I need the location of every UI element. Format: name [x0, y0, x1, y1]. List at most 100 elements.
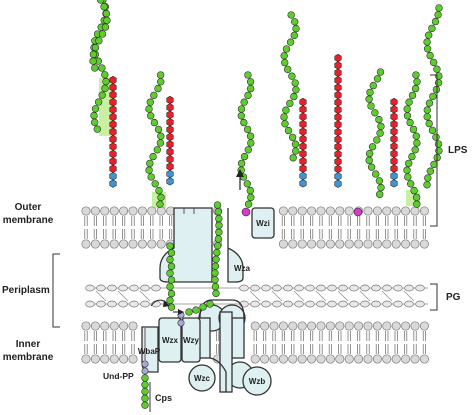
- und-pp-head: [141, 360, 149, 368]
- o-antigen-bead: [412, 132, 420, 140]
- core-oligosaccharide-hexagon: [334, 142, 342, 151]
- o-antigen-bead: [154, 125, 163, 134]
- pg-sugar: [305, 300, 315, 308]
- capsule-bead: [237, 105, 246, 113]
- pg-sugar: [85, 300, 95, 308]
- wza-detail: [183, 208, 195, 214]
- o-antigen-bead: [149, 152, 157, 161]
- core-oligosaccharide-hexagon: [334, 53, 342, 63]
- capsule-export-bead: [214, 208, 222, 216]
- lipid-head: [156, 239, 166, 249]
- core-oligosaccharide-hexagon: [299, 134, 307, 144]
- pg-sugar: [349, 300, 359, 308]
- lipid-head: [344, 354, 354, 364]
- pg-sugar: [349, 284, 359, 292]
- core-oligosaccharide-hexagon: [390, 157, 398, 166]
- lipid-head: [325, 239, 335, 249]
- o-antigen-bead: [408, 91, 417, 100]
- und-pp-label: Und-PP: [103, 371, 134, 381]
- capsule-bead: [167, 289, 176, 298]
- inner-membrane-label-line1: Inner: [16, 339, 41, 350]
- o-antigen-bead: [429, 92, 437, 101]
- o-antigen-bead: [156, 71, 165, 79]
- wzc-join: [209, 357, 227, 392]
- o-antigen-bead: [145, 166, 153, 174]
- lipid-head: [90, 206, 100, 216]
- o-antigen-bead: [93, 125, 101, 133]
- pg-sugar: [283, 284, 293, 292]
- core-oligosaccharide-hexagon: [109, 135, 117, 144]
- core-oligosaccharide-hexagon: [109, 112, 117, 122]
- core-oligosaccharide-hexagon: [334, 68, 342, 77]
- capsule-bead: [103, 16, 111, 25]
- pg-sugar: [415, 300, 425, 308]
- pg-sugar: [415, 284, 425, 292]
- core-oligosaccharide-hexagon: [166, 162, 174, 171]
- o-antigen-bead: [288, 72, 296, 80]
- lipid-head: [391, 354, 401, 364]
- lipid-head: [335, 321, 345, 331]
- lipid-a-hexagon: [299, 171, 307, 181]
- lipid-head: [288, 321, 298, 331]
- o-antigen-bead: [426, 167, 435, 175]
- core-oligosaccharide-hexagon: [334, 98, 342, 107]
- capsule-bead: [240, 152, 249, 161]
- pg-bracket: [430, 283, 438, 311]
- o-antigen-bead: [367, 163, 376, 171]
- core-oligosaccharide-hexagon: [109, 142, 117, 151]
- o-antigen-bead: [413, 139, 421, 147]
- o-antigen-bead: [153, 146, 161, 154]
- capsule-bead: [244, 91, 252, 100]
- o-antigen-bead: [290, 92, 298, 101]
- outer-membrane-label-line2: membrane: [3, 215, 54, 226]
- core-oligosaccharide-hexagon: [166, 95, 174, 105]
- capsule-bead: [244, 146, 252, 154]
- pg-sugar: [250, 284, 260, 292]
- pg-sugar: [96, 300, 106, 308]
- lipid-head: [307, 206, 317, 216]
- wbap-label: WbaP: [138, 347, 161, 356]
- core-oligosaccharide-hexagon: [109, 83, 117, 92]
- capsule-bead: [89, 57, 97, 65]
- pg-sugar: [360, 284, 370, 292]
- capsule-export-bead: [213, 248, 221, 257]
- o-antigen-bead: [432, 85, 441, 94]
- o-antigen-bead: [434, 140, 443, 148]
- o-antigen-bead: [411, 84, 420, 93]
- pg-sugar: [327, 300, 337, 308]
- core-oligosaccharide-hexagon: [166, 118, 174, 127]
- o-antigen-bead: [408, 152, 416, 161]
- core-oligosaccharide-hexagon: [299, 120, 307, 129]
- core-oligosaccharide-hexagon: [166, 147, 174, 156]
- lipid-head: [363, 239, 373, 249]
- o-antigen-bead: [154, 84, 162, 93]
- lipid-head: [90, 239, 100, 249]
- o-antigen-bead: [403, 105, 411, 113]
- core-oligosaccharide-hexagon: [109, 120, 117, 129]
- core-oligosaccharide-hexagon: [390, 127, 398, 136]
- peptidoglycan-layer: [85, 284, 428, 308]
- o-antigen-bead: [147, 173, 155, 181]
- core-oligosaccharide-hexagon: [109, 75, 117, 85]
- lipid-head: [419, 321, 429, 331]
- lipid-head: [382, 354, 392, 364]
- lipid-head: [391, 206, 401, 216]
- core-oligosaccharide-hexagon: [334, 113, 342, 122]
- core-oligosaccharide-hexagon: [109, 105, 117, 114]
- o-antigen-bead: [430, 160, 438, 169]
- lipid-head: [410, 354, 420, 364]
- capsule-bead: [89, 50, 98, 59]
- o-antigen-bead: [98, 91, 106, 99]
- core-oligosaccharide-hexagon: [390, 142, 398, 151]
- core-oligosaccharide-hexagon: [390, 149, 398, 158]
- o-antigen-bead: [404, 173, 412, 181]
- o-antigen-bead: [432, 133, 440, 141]
- o-antigen-bead: [413, 200, 421, 208]
- wza-right-half: [227, 208, 244, 283]
- lipid-head: [410, 321, 420, 331]
- wza-label: Wza: [234, 264, 251, 273]
- capsule-export-bead: [211, 276, 219, 284]
- lipid-head: [335, 206, 345, 216]
- lipid-head: [316, 321, 326, 331]
- lipid-head: [137, 206, 147, 216]
